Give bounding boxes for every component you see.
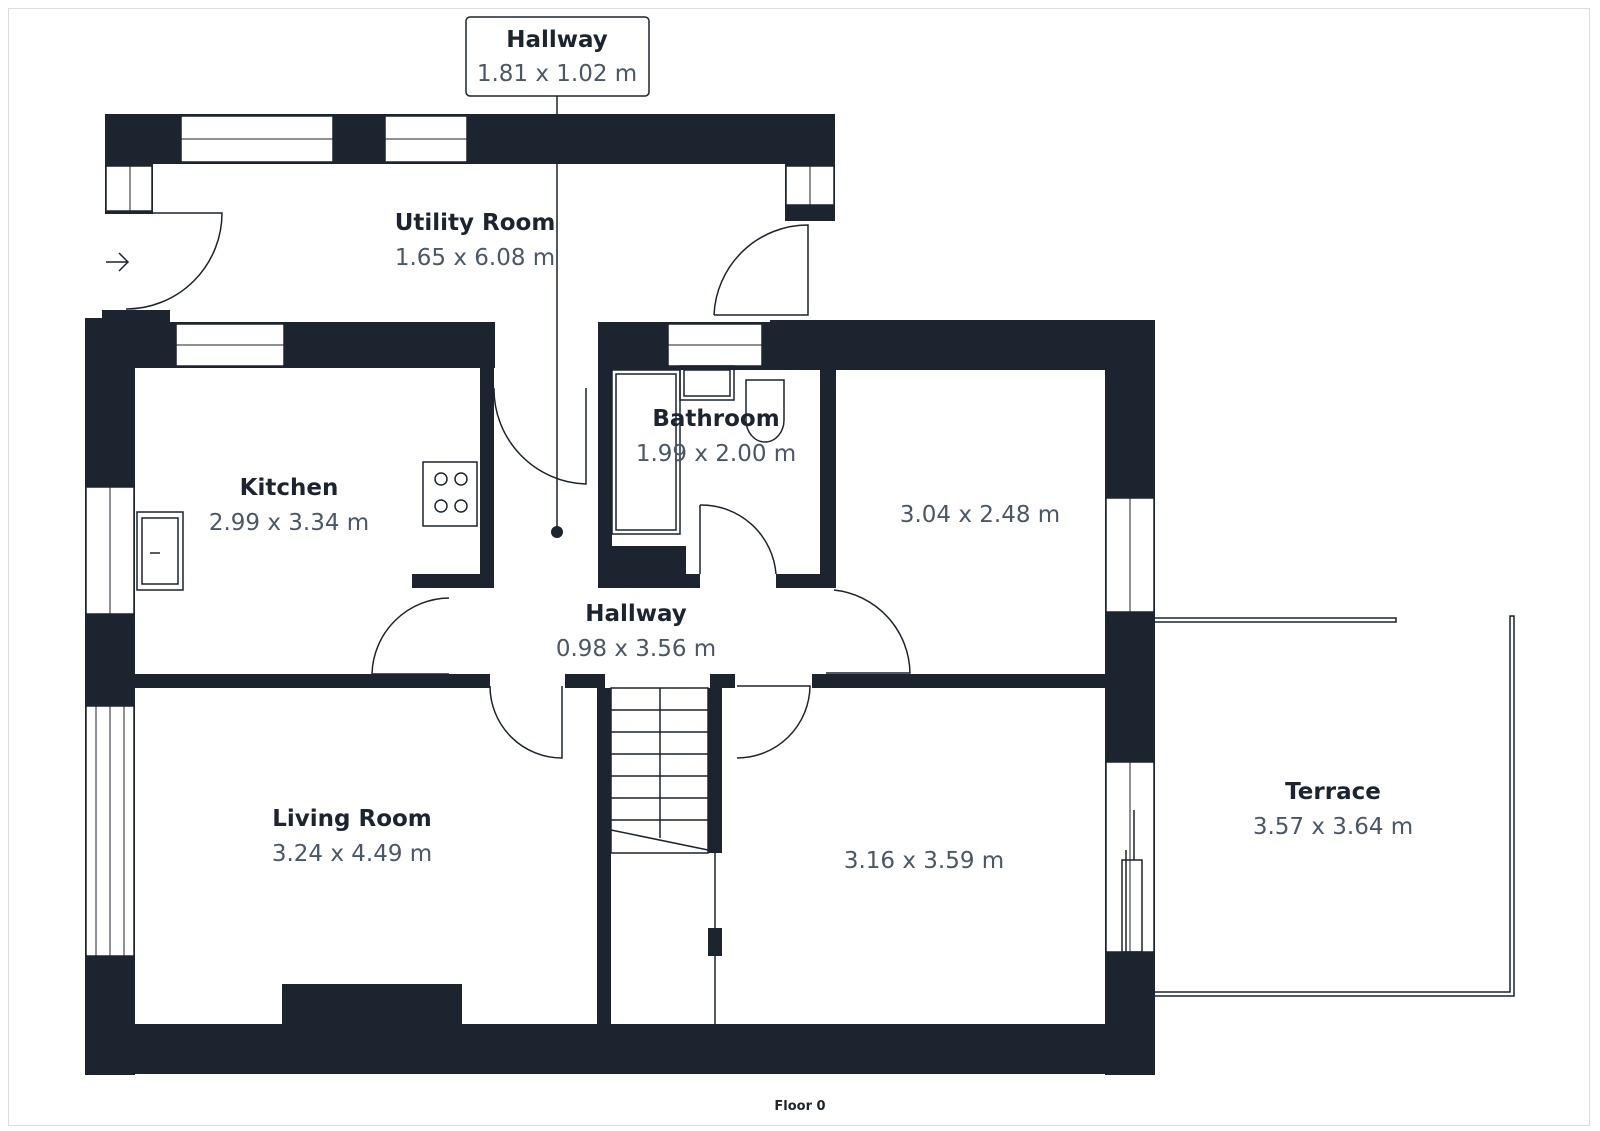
- outer-left-wall: [85, 318, 135, 1075]
- outer-right-wall: [1105, 320, 1155, 1075]
- fireplace: [282, 984, 462, 1026]
- bedroom-bottom-wall-stub: [776, 574, 836, 588]
- bathroom-door-jamb: [686, 574, 700, 588]
- hall-bedroom-wall: [812, 674, 1105, 688]
- bedroom-bottom-door: [736, 685, 811, 759]
- terrace-outline: [1155, 615, 1515, 997]
- kitchen-size: 2.99 x 3.34 m: [209, 510, 369, 536]
- kitchen-hall-door: [371, 597, 450, 675]
- bathroom-name: Bathroom: [652, 406, 779, 432]
- utility-room-size: 1.65 x 6.08 m: [395, 245, 555, 271]
- left-door-jamb: [102, 310, 170, 322]
- utility-room-name: Utility Room: [395, 210, 556, 236]
- window-lines: [95, 138, 1131, 956]
- terrace-door: [1121, 859, 1143, 953]
- toilet-icon: [745, 379, 785, 443]
- kitchen-bottom-wall-stub: [412, 574, 494, 588]
- living-room-size: 3.24 x 4.49 m: [272, 841, 432, 867]
- bathroom-left-wall: [598, 322, 612, 588]
- bedroom-top-size: 3.04 x 2.48 m: [900, 502, 1060, 528]
- bedroom-top-wall: [770, 320, 1155, 370]
- outer-bottom-wall: [85, 1024, 1155, 1074]
- bathroom-bottom-wall: [598, 546, 686, 588]
- stair-right-wall: [708, 688, 722, 853]
- kitchen-name: Kitchen: [240, 475, 339, 501]
- living-room-name: Living Room: [272, 806, 432, 832]
- basin-icon: [679, 365, 735, 401]
- kitchen-right-wall: [480, 322, 494, 588]
- utility-left-window: [105, 165, 153, 212]
- entrance-door: [125, 212, 223, 310]
- hallway-size: 0.98 x 3.56 m: [556, 636, 716, 662]
- kitchen-door: [493, 387, 587, 485]
- hallway-callout: Hallway 1.81 x 1.02 m: [465, 16, 650, 538]
- kitchen-living-wall: [135, 674, 490, 688]
- bathroom-door: [699, 504, 777, 575]
- terrace-top-rail: [1155, 617, 1397, 623]
- plan-frame: [8, 8, 1590, 1126]
- stove-icon: [422, 461, 478, 527]
- bathtub-icon: [611, 369, 681, 535]
- terrace-name: Terrace: [1285, 779, 1381, 805]
- hallway-name: Hallway: [585, 601, 687, 627]
- stair-left-wall: [597, 688, 611, 1025]
- floor-label: Floor 0: [774, 1099, 825, 1114]
- windows: [85, 115, 1155, 957]
- walls: [85, 114, 1155, 1075]
- hall-wall-right-stub: [710, 674, 735, 688]
- bedroom-top-door: [826, 589, 911, 674]
- callout-size: 1.81 x 1.02 m: [477, 61, 637, 87]
- bedroom-bottom-size: 3.16 x 3.59 m: [844, 848, 1004, 874]
- terrace-size: 3.57 x 3.64 m: [1253, 814, 1413, 840]
- sink-icon: [136, 511, 184, 591]
- hall-wall-left-stub: [565, 674, 605, 688]
- room-labels: Utility Room 1.65 x 6.08 m Kitchen 2.99 …: [209, 210, 1413, 1114]
- living-door: [489, 685, 563, 759]
- fixtures: [106, 252, 1515, 1024]
- entrance-arrow-icon: [106, 252, 130, 272]
- utility-right-door: [713, 224, 809, 316]
- bathroom-size: 1.99 x 2.00 m: [636, 441, 796, 467]
- callout-name: Hallway: [506, 27, 608, 53]
- doors: [125, 212, 911, 759]
- bedroom-left-wall: [820, 370, 836, 588]
- staircase-icon: [610, 687, 709, 854]
